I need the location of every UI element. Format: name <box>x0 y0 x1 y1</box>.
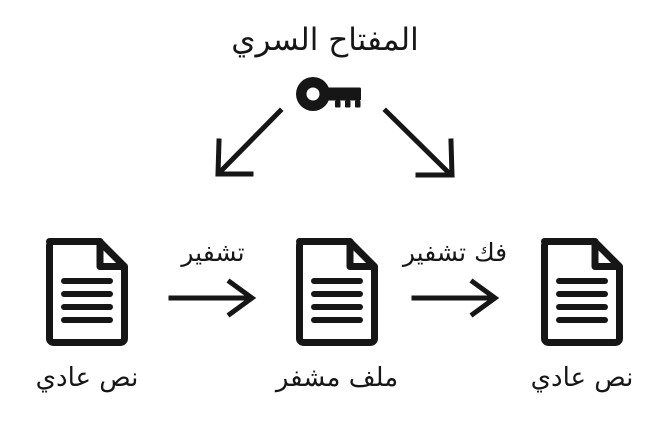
key-icon <box>295 76 365 112</box>
document-icon-plaintext-left <box>44 232 130 348</box>
node-caption-ciphertext: ملف مشفر <box>275 363 399 393</box>
page-title: المفتاح السري <box>231 22 419 58</box>
document-icon-plaintext-right <box>539 232 625 348</box>
node-caption-plaintext-left: نص عادي <box>35 363 139 393</box>
transition-arrow-decrypt <box>411 278 503 318</box>
key-link-down-left-arrow <box>192 103 322 213</box>
transition-arrow-encrypt <box>168 278 260 318</box>
transition-label-encrypt: تشفير <box>181 238 245 267</box>
key-link-down-right-arrow <box>368 103 498 213</box>
node-caption-plaintext-right: نص عادي <box>530 363 634 393</box>
document-icon-ciphertext <box>294 232 380 348</box>
transition-label-decrypt: فك تشفير <box>402 238 508 267</box>
